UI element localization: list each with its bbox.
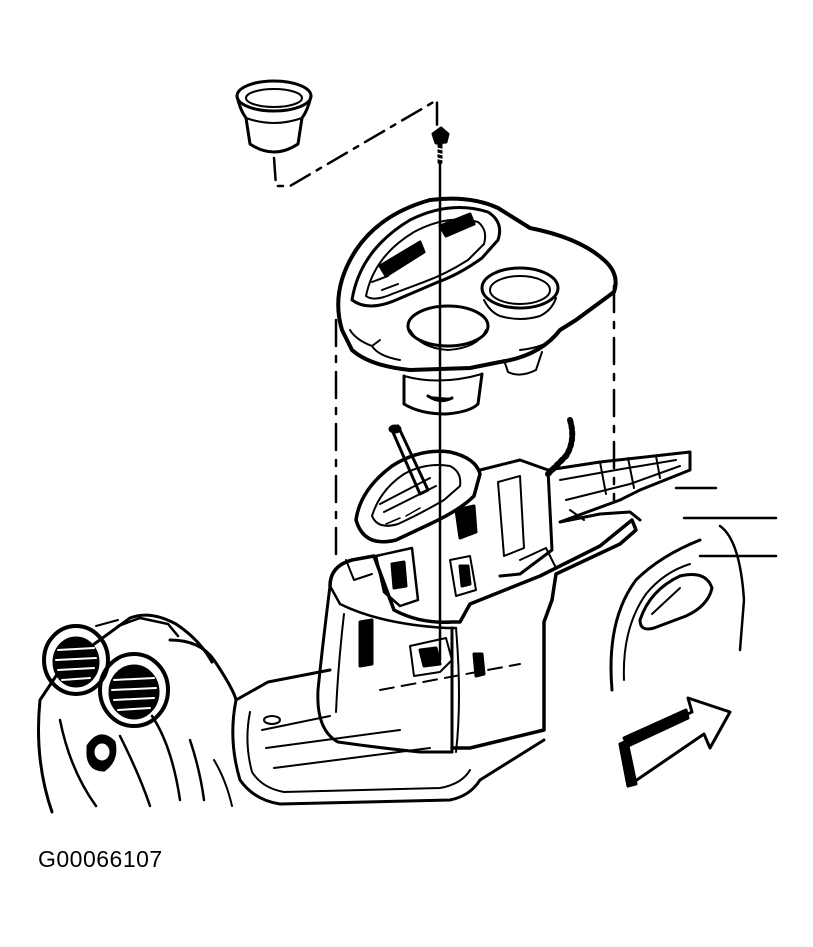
mounting-bolt-icon [433, 128, 448, 162]
right-trim-panel [611, 526, 744, 690]
shift-lever [390, 426, 428, 494]
air-vent-left [44, 626, 108, 694]
air-vent-right [100, 654, 168, 726]
front-direction-arrow-icon [620, 698, 730, 786]
alignment-lines [336, 286, 614, 560]
insert-leader-line [274, 100, 437, 186]
console-rear-trim [548, 452, 776, 556]
floor-panel [39, 615, 545, 812]
console-cover [338, 199, 615, 414]
shifter-assembly [346, 451, 556, 606]
wiring-harness [548, 420, 572, 474]
cup-holder-insert-icon [237, 81, 311, 152]
figure-number-label: G00066107 [38, 846, 163, 872]
console-base [318, 520, 636, 752]
